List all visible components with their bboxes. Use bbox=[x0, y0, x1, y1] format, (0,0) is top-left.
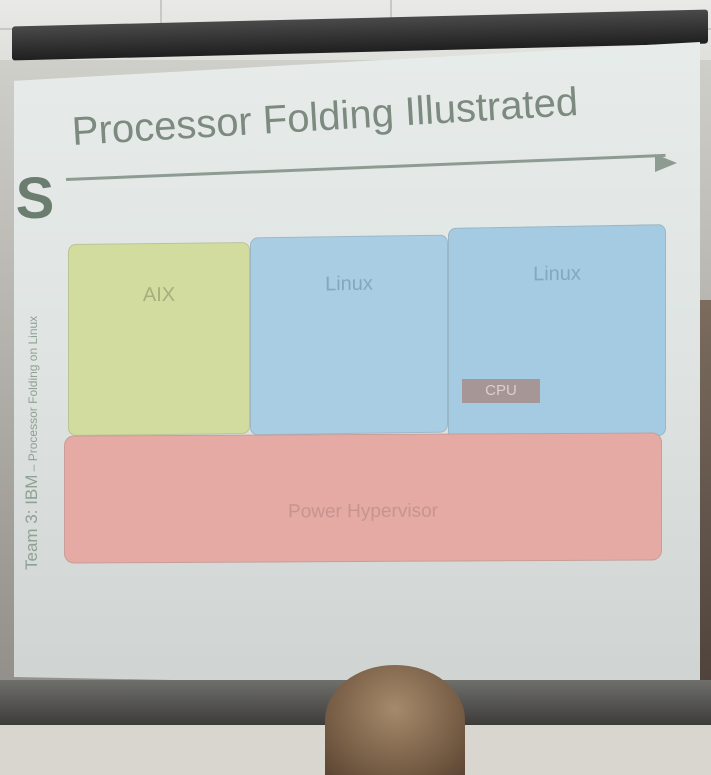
side-caption-topic: – Processor Folding on Linux bbox=[26, 315, 40, 475]
side-caption-team: Team 3: IBM bbox=[22, 474, 41, 570]
ceiling-tile-line bbox=[390, 0, 392, 25]
partition-linux-1: Linux bbox=[250, 234, 448, 436]
partition-label: AIX bbox=[142, 283, 176, 307]
ceiling-tile-line bbox=[160, 0, 162, 30]
slide-side-caption: Team 3: IBM – Processor Folding on Linux bbox=[22, 316, 42, 570]
partition-aix: AIX bbox=[68, 242, 250, 436]
hypervisor-label: Power Hypervisor bbox=[288, 500, 438, 523]
hypervisor-layer: Power Hypervisor bbox=[64, 432, 662, 564]
cpu-block: CPU bbox=[462, 379, 540, 403]
university-logo: S bbox=[15, 166, 55, 231]
partition-label: Linux bbox=[325, 272, 373, 296]
arrow-right-icon bbox=[655, 154, 677, 172]
partition-linux-2: Linux bbox=[448, 224, 666, 440]
partition-label: Linux bbox=[533, 262, 581, 286]
audience-head bbox=[325, 665, 465, 775]
